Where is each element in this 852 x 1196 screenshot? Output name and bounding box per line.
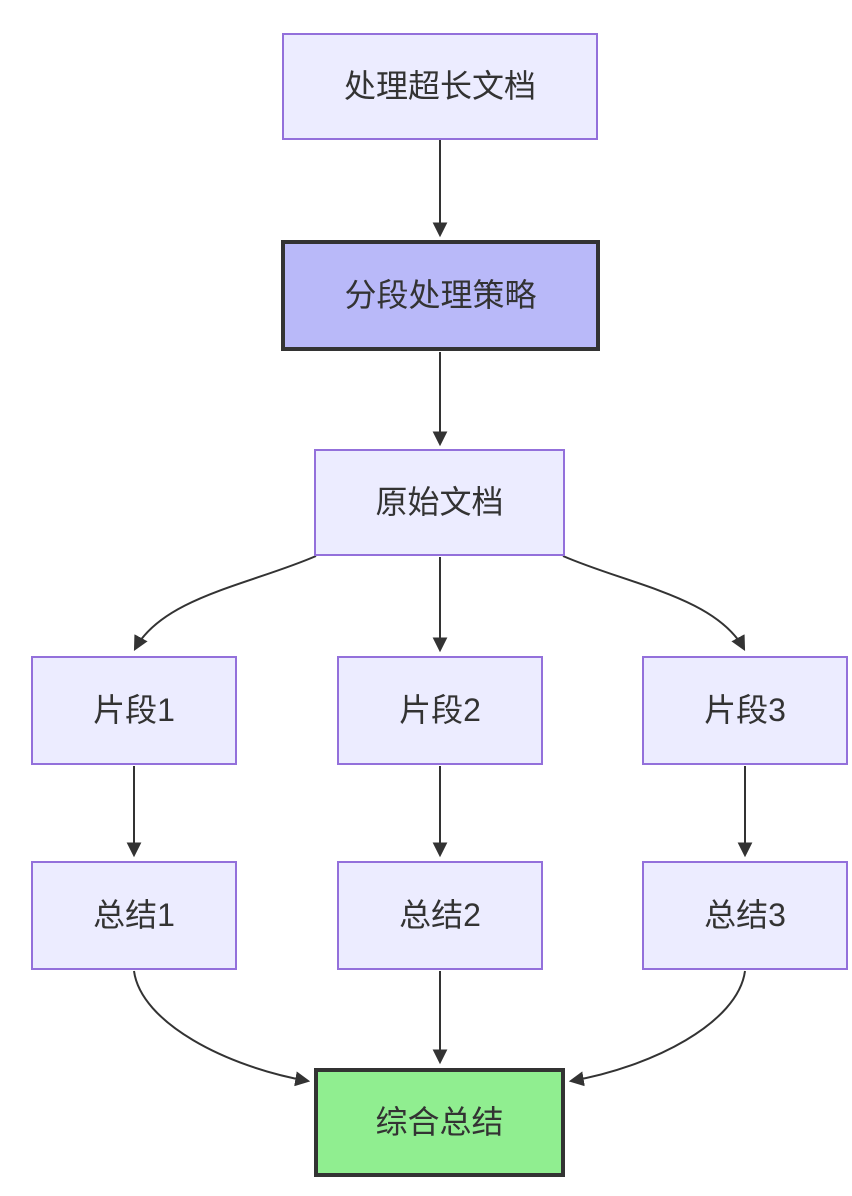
- node-label: 处理超长文档: [343, 68, 536, 105]
- edge-E1-F: [133, 970, 311, 1087]
- node-label: 总结1: [93, 897, 175, 934]
- node-label: 片段1: [93, 692, 175, 729]
- node-fragment-2: 片段2: [337, 656, 543, 765]
- node-summary-2: 总结2: [337, 861, 543, 970]
- node-segmentation-strategy: 分段处理策略: [281, 240, 600, 351]
- node-label: 片段3: [704, 692, 786, 729]
- node-label: 总结3: [704, 897, 786, 934]
- node-summary-3: 总结3: [642, 861, 848, 970]
- edge-C-D1: [133, 555, 317, 651]
- node-label: 总结2: [399, 897, 481, 934]
- node-fragment-3: 片段3: [642, 656, 848, 765]
- node-process-long-document: 处理超长文档: [282, 33, 598, 140]
- edge-E3-F: [568, 970, 746, 1087]
- node-fragment-1: 片段1: [31, 656, 237, 765]
- node-label: 综合总结: [375, 1104, 504, 1141]
- node-label: 原始文档: [375, 484, 504, 521]
- node-original-document: 原始文档: [314, 449, 565, 556]
- node-summary-1: 总结1: [31, 861, 237, 970]
- node-label: 片段2: [399, 692, 481, 729]
- node-label: 分段处理策略: [344, 277, 537, 314]
- node-final-summary: 综合总结: [314, 1068, 565, 1177]
- edge-C-D3: [562, 555, 746, 651]
